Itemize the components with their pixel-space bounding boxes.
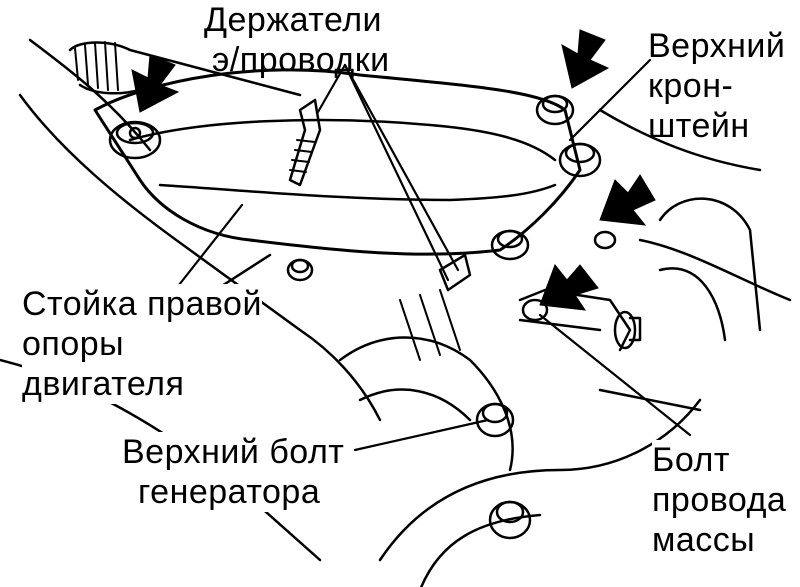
bolt-ground (521, 298, 549, 322)
mount-bracket-inner (128, 118, 557, 162)
label-upper-bracket-line2: крон- (648, 67, 734, 105)
arrow-bracket-right (599, 174, 656, 226)
engine-contour-left-2 (28, 38, 152, 152)
hose-top (68, 41, 302, 97)
bolt-alternator (475, 402, 515, 438)
bolt-left-top (108, 120, 162, 160)
engine-contour-left (18, 93, 382, 422)
label-ground-bolt-line3: массы (652, 521, 756, 559)
hose-threads (74, 41, 119, 91)
mount-bracket-inner-2 (158, 183, 557, 202)
engine-right-edge-3 (598, 388, 702, 412)
label-mount-bracket-line3: двигателя (22, 365, 185, 403)
label-upper-bracket-line1: Верхний (648, 27, 786, 65)
bolt-bracket-top (535, 94, 575, 126)
leader-upper-bracket (568, 58, 652, 142)
ground-cable (518, 288, 632, 352)
right-hose-2 (658, 267, 727, 342)
right-hose (658, 197, 762, 332)
arrow-left-bolt (131, 54, 180, 113)
bolt-small-left (286, 258, 314, 282)
bolt-small-right (593, 230, 617, 250)
label-alternator-bolt-line2: генератора (138, 473, 321, 511)
label-ground-bolt-line1: Болт (652, 441, 730, 479)
leader-ground-bolt (538, 313, 692, 437)
leader-wire-holders-1 (316, 63, 347, 114)
bolt-bracket-lower (490, 229, 530, 261)
arrow-bracket-top (561, 29, 610, 89)
bolt-bracket-right (558, 142, 602, 178)
label-upper-bracket: Верхний крон- штейн (648, 26, 785, 146)
arrow-bracket-lower (539, 264, 599, 311)
bolt-bottom (488, 500, 532, 540)
label-wire-holders-line1: Держатели (204, 1, 383, 39)
ground-cable-2 (518, 318, 602, 332)
leader-wire-holders-3 (343, 63, 450, 282)
wire-holder-clip-1 (288, 98, 322, 187)
label-mount-bracket: Стойка правой опоры двигателя (22, 284, 262, 404)
label-mount-bracket-line2: опоры (22, 325, 125, 363)
alternator-body-2 (358, 388, 472, 422)
mount-bracket-outline (93, 68, 582, 256)
leader-mount-bracket (173, 203, 244, 292)
label-wire-holders: Держатели э/проводки (204, 0, 390, 80)
leader-wire-holders-2 (343, 63, 460, 272)
label-alternator-bolt: Верхний болт генератора (122, 432, 345, 512)
alternator-fins (399, 289, 461, 361)
label-ground-bolt: Болт провода массы (652, 440, 787, 560)
alternator-body (338, 336, 514, 472)
label-wire-holders-line2: э/проводки (212, 41, 390, 79)
leader-alternator-bolt (353, 418, 490, 452)
wire-holder-clip-2 (438, 253, 472, 292)
engine-block-lower-2 (419, 513, 542, 587)
wire-holder-clip-1-stripes (289, 139, 316, 173)
label-ground-bolt-line2: провода (652, 481, 787, 519)
bolt-right-stud (613, 310, 642, 350)
hose-bottom (78, 83, 142, 95)
label-upper-bracket-line3: штейн (648, 107, 750, 145)
label-mount-bracket-line1: Стойка правой (22, 285, 262, 323)
label-alternator-bolt-line1: Верхний болт (122, 433, 345, 471)
engine-right-edge (598, 108, 762, 172)
engine-block-lower (378, 398, 702, 562)
engine-right-edge-2 (638, 238, 792, 302)
